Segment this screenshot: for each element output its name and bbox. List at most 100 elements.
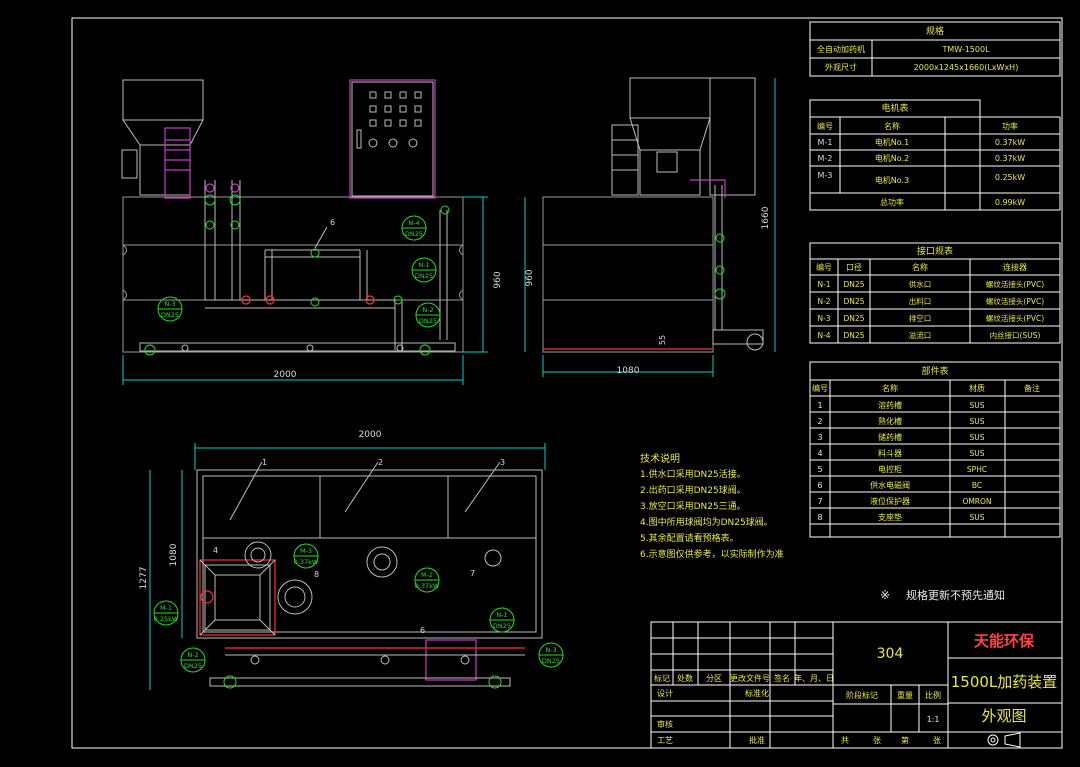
svg-text:DN25: DN25 <box>405 230 423 238</box>
view-name: 外观图 <box>981 707 1026 725</box>
svg-text:N-1: N-1 <box>418 261 429 269</box>
svg-text:编号: 编号 <box>812 383 828 393</box>
side-total-height-dim: 1660 <box>761 206 771 229</box>
svg-text:DN25: DN25 <box>184 662 202 670</box>
svg-text:DN25: DN25 <box>844 314 865 323</box>
tech-notes: 技术说明 1.供水口采用DN25活接。 2.出药口采用DN25球阀。 3.放空口… <box>640 452 784 560</box>
svg-text:支座垫: 支座垫 <box>878 512 902 522</box>
tech-note-line: 4.图中所用球阀均为DN25球阀。 <box>640 516 773 528</box>
front-length-dim: 2000 <box>274 370 297 380</box>
port-table: 接口规表 编号 口径 名称 连接器 N-1 DN25 供水口 螺纹活接头(PVC… <box>809 242 1061 344</box>
svg-text:比例: 比例 <box>925 690 941 700</box>
svg-text:处数: 处数 <box>677 673 693 683</box>
svg-text:DN25: DN25 <box>844 280 865 289</box>
svg-text:名称: 名称 <box>884 121 900 131</box>
front-view: 2000 960 N-4 DN25 N-1 DN25 N-2 DN25 N-3 … <box>121 79 503 385</box>
svg-text:0.37kW: 0.37kW <box>294 558 319 566</box>
hopper <box>122 79 204 121</box>
svg-text:电控柜: 电控柜 <box>878 464 902 474</box>
svg-text:批准: 批准 <box>749 735 765 745</box>
svg-text:1: 1 <box>817 401 822 410</box>
svg-text:溶药槽: 溶药槽 <box>878 400 902 410</box>
svg-text:电机No.3: 电机No.3 <box>875 175 909 185</box>
svg-text:螺纹活接头(PVC): 螺纹活接头(PVC) <box>986 279 1044 289</box>
svg-text:4: 4 <box>817 449 822 458</box>
front-callout-n1: N-1 DN25 <box>411 257 437 283</box>
svg-text:N-4: N-4 <box>817 331 830 340</box>
svg-text:连接器: 连接器 <box>1003 262 1027 272</box>
product-name: 1500L加药装置 <box>951 673 1058 691</box>
svg-text:0.99kW: 0.99kW <box>995 198 1025 207</box>
svg-text:设计: 设计 <box>657 688 673 698</box>
svg-text:6: 6 <box>817 481 822 490</box>
notice-text: 规格更新不预先通知 <box>906 588 1005 602</box>
svg-text:张: 张 <box>873 736 881 745</box>
svg-text:5: 5 <box>817 465 822 474</box>
svg-text:排空口: 排空口 <box>909 313 932 323</box>
svg-text:出料口: 出料口 <box>909 296 932 306</box>
svg-text:8: 8 <box>817 513 822 522</box>
tech-note-line: 3.放空口采用DN25三通。 <box>640 500 746 512</box>
svg-text:供水电磁阀: 供水电磁阀 <box>870 480 910 490</box>
top-view: 1 2 3 4 8 7 6 2000 1080 1277 M-3 0.37kW <box>139 430 564 690</box>
svg-text:储药槽: 储药槽 <box>878 432 902 442</box>
svg-text:规格: 规格 <box>926 25 944 37</box>
svg-text:编号: 编号 <box>817 121 833 131</box>
svg-text:分区: 分区 <box>706 674 722 683</box>
front-base <box>139 342 456 352</box>
svg-text:M-1: M-1 <box>818 138 833 147</box>
svg-text:标记: 标记 <box>654 673 670 683</box>
parts-table: 部件表 编号 名称 材质 备注 1 溶药槽 SUS 2 熟化槽 SUS 3 储药… <box>809 361 1061 538</box>
front-item-6: 6 <box>330 218 335 227</box>
svg-text:N-2: N-2 <box>187 651 198 659</box>
svg-text:DN25: DN25 <box>844 331 865 340</box>
front-height-dim: 960 <box>493 271 503 288</box>
svg-text:螺纹活接头(PVC): 螺纹活接头(PVC) <box>986 296 1044 306</box>
top-item-7: 7 <box>470 569 475 578</box>
top-callout-n2: N-2 DN25 <box>180 647 206 673</box>
side-motor <box>611 124 639 196</box>
svg-text:0.25kW: 0.25kW <box>154 615 179 623</box>
svg-text:0.25kW: 0.25kW <box>995 173 1025 182</box>
svg-text:液位保护器: 液位保护器 <box>870 496 910 506</box>
svg-text:签名: 签名 <box>774 673 790 683</box>
tech-notes-title: 技术说明 <box>640 452 680 465</box>
svg-text:螺纹活接头(PVC): 螺纹活接头(PVC) <box>986 313 1044 323</box>
top-item-6: 6 <box>420 626 425 635</box>
svg-text:DN25: DN25 <box>419 317 437 325</box>
svg-text:SUS: SUS <box>969 401 984 410</box>
svg-text:名称: 名称 <box>912 262 928 272</box>
svg-text:SUS: SUS <box>969 417 984 426</box>
svg-text:0.37kW: 0.37kW <box>415 582 440 590</box>
top-tank-outline <box>196 469 543 639</box>
svg-text:部件表: 部件表 <box>921 365 948 377</box>
svg-text:共: 共 <box>841 736 849 745</box>
top-item-2: 2 <box>378 458 383 467</box>
svg-text:M-3: M-3 <box>818 171 833 180</box>
svg-text:DN25: DN25 <box>844 297 865 306</box>
front-callout-n2: N-2 DN25 <box>415 302 441 328</box>
front-callout-n3: N-3 DN25 <box>157 296 183 322</box>
side-tank-body <box>542 196 714 353</box>
title-block: 标记 处数 分区 更改文件号 签名 年、月、日 设计 标准化 审核 工艺 批准 … <box>650 621 1063 749</box>
company-logo: 天能环保 <box>974 632 1035 650</box>
svg-text:年、月、日: 年、月、日 <box>794 673 834 683</box>
svg-text:TMW-1500L: TMW-1500L <box>941 45 990 54</box>
top-callout-m2: M-2 0.37kW <box>414 567 440 593</box>
material-label: 304 <box>877 646 904 662</box>
svg-text:N-4: N-4 <box>408 219 419 227</box>
svg-text:N-3: N-3 <box>164 300 175 308</box>
svg-text:M-1: M-1 <box>160 604 172 612</box>
svg-text:0.37kW: 0.37kW <box>995 138 1025 147</box>
svg-text:电机No.2: 电机No.2 <box>875 153 909 163</box>
svg-text:M-2: M-2 <box>421 571 433 579</box>
svg-text:BC: BC <box>972 481 982 490</box>
svg-text:功率: 功率 <box>1002 121 1018 131</box>
svg-text:供水口: 供水口 <box>909 279 932 289</box>
svg-text:7: 7 <box>817 497 822 506</box>
spec-table: 规格 全自动加药机 TMW-1500L 外观尺寸 2000x1245x1660(… <box>809 21 1061 77</box>
notice-symbol: ※ <box>880 588 890 602</box>
svg-text:编号: 编号 <box>816 262 832 272</box>
